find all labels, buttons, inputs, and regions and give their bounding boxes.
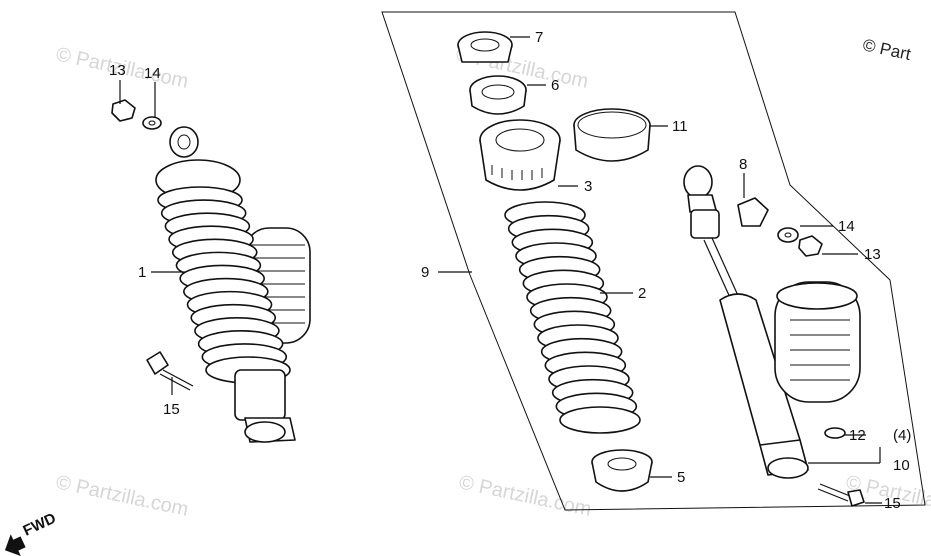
callout-10: 10: [893, 457, 910, 474]
leader-lines: [119, 36, 882, 504]
callout-6: 6: [551, 77, 559, 94]
callout-8: 8: [739, 156, 747, 173]
callout-15-left: 15: [163, 401, 180, 418]
callout-13-right: 13: [864, 246, 881, 263]
nut-washer-right-illustration: [777, 227, 823, 257]
callout-labels: 1 13 14 15 7 6 3 11 2 5 9 8 14 13 12 (4)…: [109, 29, 911, 512]
callout-7: 7: [535, 29, 543, 46]
watermark-copyright: © Partzilla.com: [54, 471, 190, 521]
part-12-illustration: [824, 427, 846, 439]
callout-14-left: 14: [144, 65, 161, 82]
callout-14-right: 14: [838, 218, 855, 235]
callout-5: 5: [677, 469, 685, 486]
nut-washer-left-illustration: [111, 99, 162, 130]
callout-2: 2: [638, 285, 646, 302]
watermark-copyright: © Partzilla.com: [457, 471, 593, 521]
callout-3: 3: [584, 178, 592, 195]
boot-illustration: [774, 281, 861, 403]
bolt-left-illustration: [146, 351, 194, 391]
part-11-illustration: [573, 108, 651, 162]
callout-9: 9: [421, 264, 429, 281]
assembled-shock-illustration: [155, 126, 311, 443]
callout-1: 1: [138, 264, 146, 281]
callout-12: 12: [849, 427, 866, 444]
part-3-illustration: [479, 119, 561, 191]
watermark-top-right: © Part: [861, 35, 913, 64]
part-5-illustration: [591, 449, 653, 492]
bolt-right-illustration: [817, 483, 865, 507]
damper-illustration: [683, 165, 809, 479]
assembly-outline: [381, 11, 926, 511]
fwd-arrow-icon: FWD: [4, 510, 59, 556]
callout-13-left: 13: [109, 62, 126, 79]
callout-11: 11: [672, 118, 688, 135]
callout-12-quantity: (4): [893, 427, 911, 444]
spring-coil: [559, 406, 641, 434]
fwd-label: FWD: [21, 510, 59, 540]
part-6-illustration: [469, 75, 527, 115]
callout-15-right: 15: [884, 495, 901, 512]
part-7-illustration: [457, 31, 513, 63]
part-8-illustration: [737, 197, 769, 227]
part-2-coil-spring: [504, 201, 641, 434]
